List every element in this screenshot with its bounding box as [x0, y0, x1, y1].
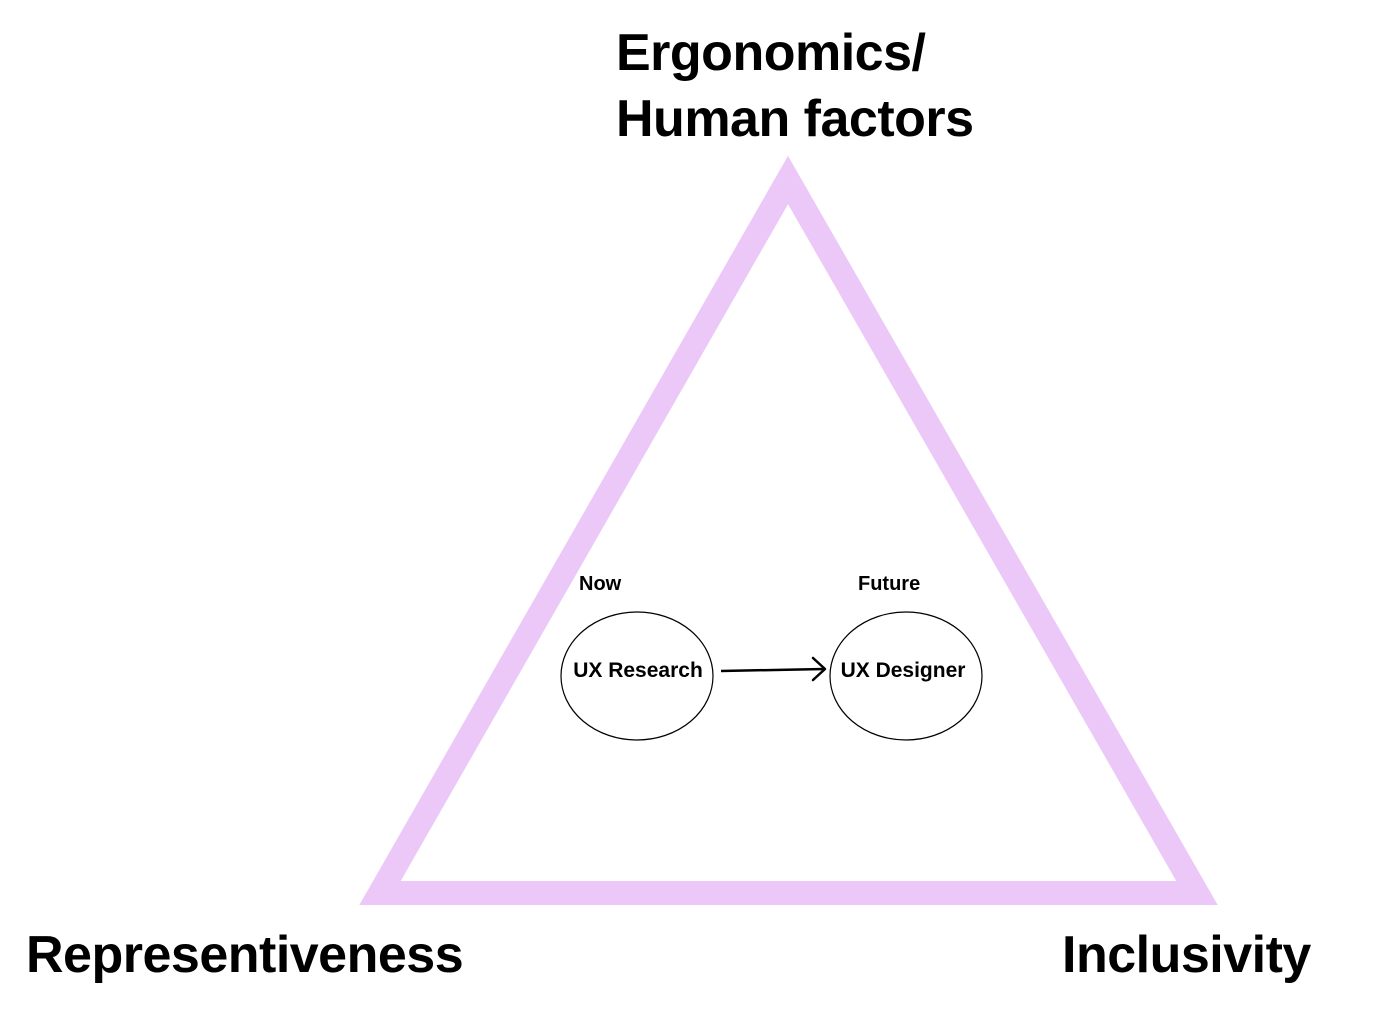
ux-research-ellipse — [560, 611, 714, 741]
triangle-frame — [359, 155, 1218, 905]
vertex-label-right: Inclusivity — [1062, 926, 1311, 984]
node-label-ux-research: UX Research — [573, 659, 703, 682]
stage-label-now: Now — [579, 573, 622, 595]
stage-label-future: Future — [858, 573, 921, 595]
vertex-label-top: Ergonomics/ Human factors — [616, 20, 974, 152]
vertex-label-top-line2: Human factors — [616, 90, 974, 148]
node-label-ux-designer: UX Designer — [840, 659, 966, 682]
transition-arrow — [720, 656, 827, 682]
vertex-label-left: Representiveness — [26, 926, 464, 984]
vertex-label-top-line1: Ergonomics/ — [616, 24, 926, 82]
ux-designer-ellipse — [829, 611, 983, 741]
